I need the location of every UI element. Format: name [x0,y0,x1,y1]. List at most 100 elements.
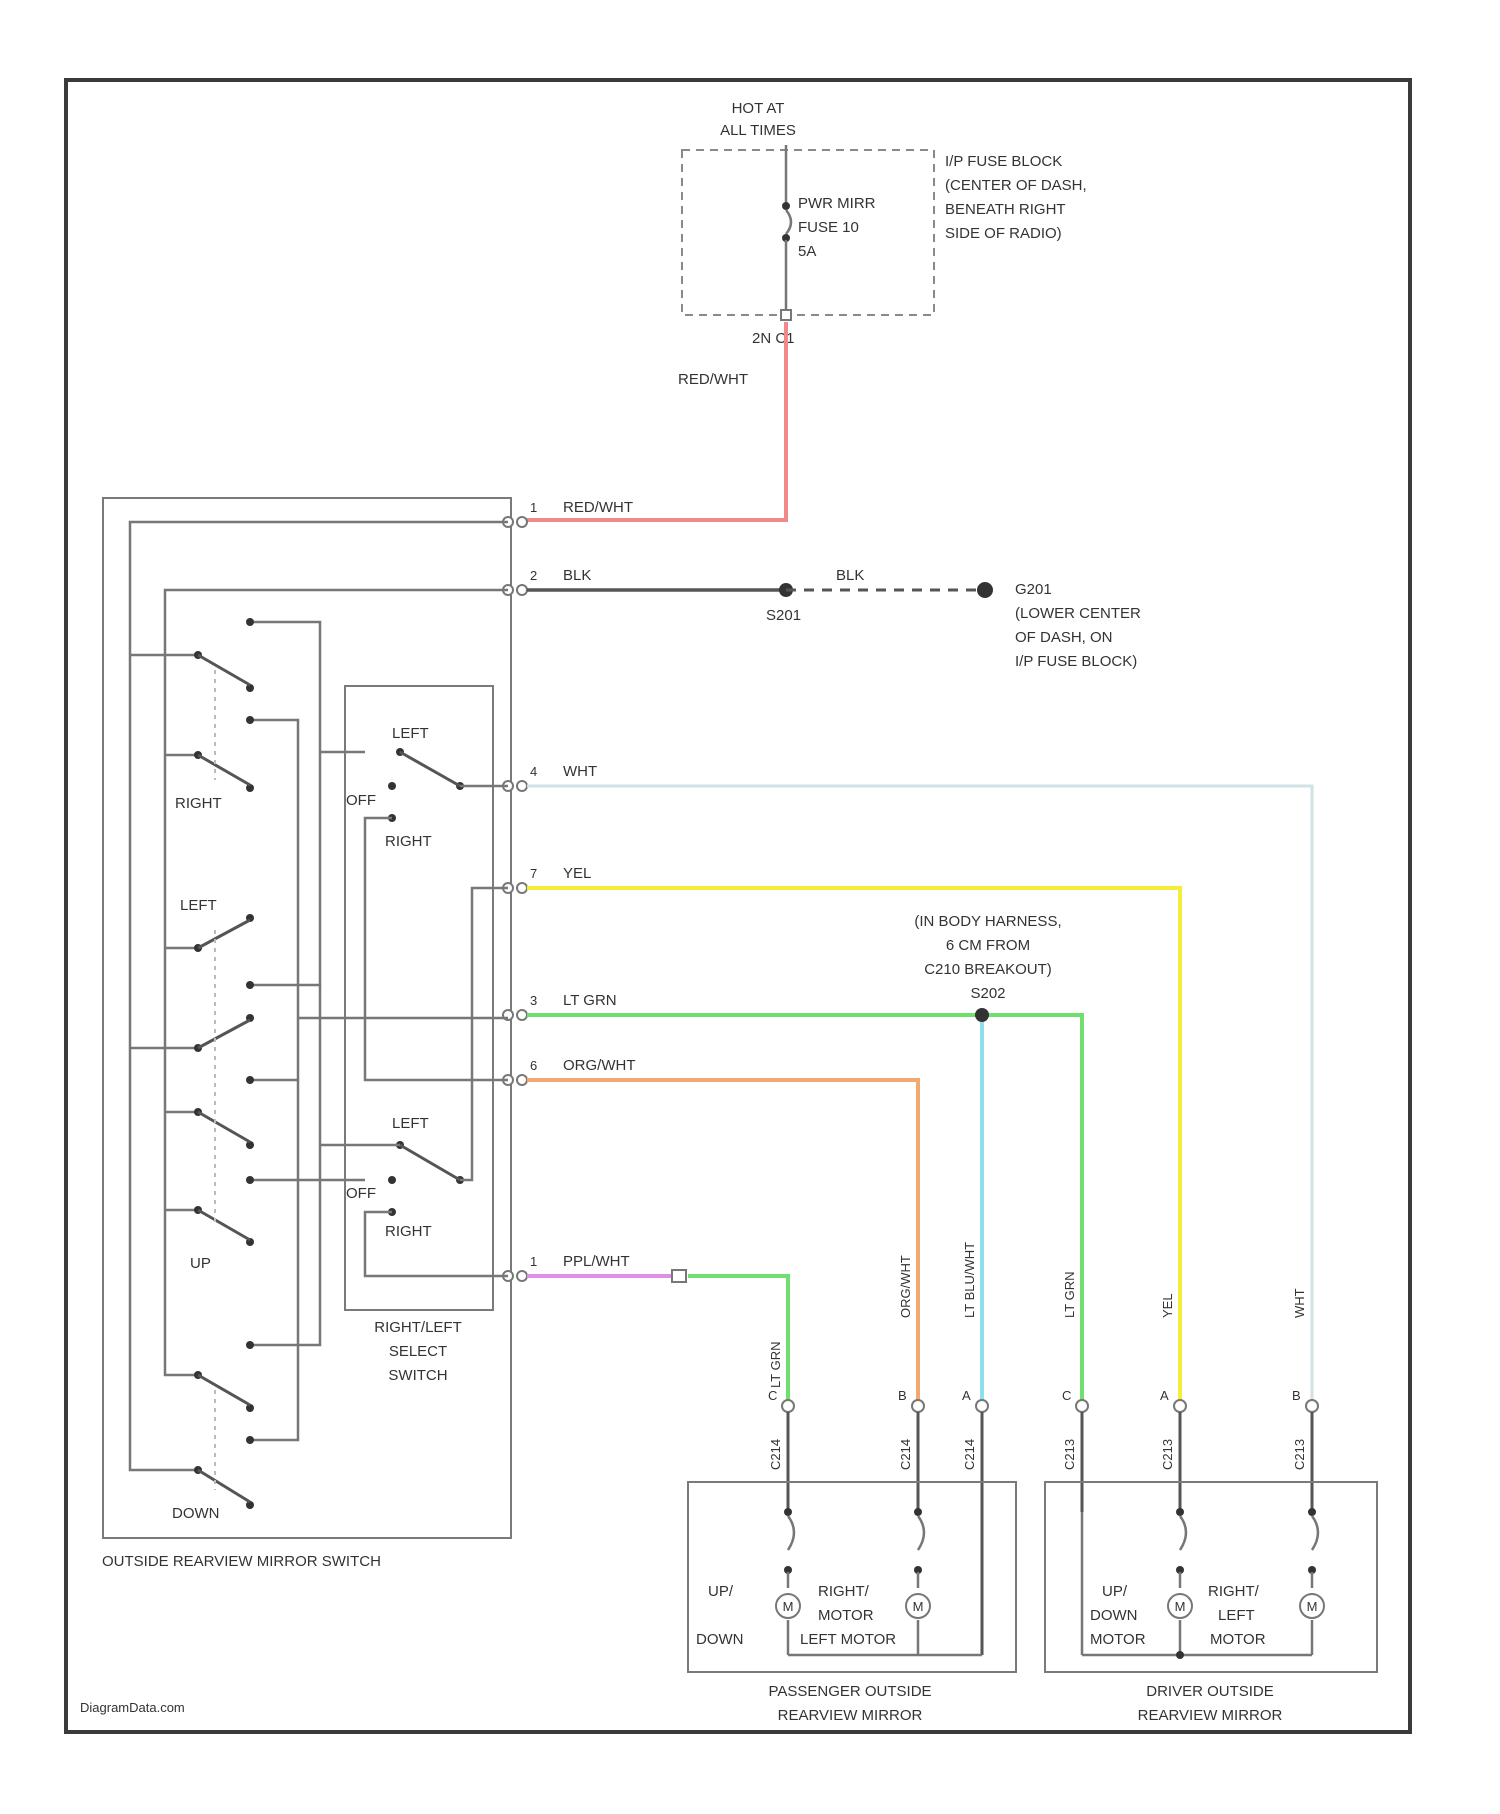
pin-2-wire: BLK [563,567,591,584]
fuse-rating: 5A [798,243,816,260]
switch-down-label: DOWN [172,1505,220,1522]
fuse-block-loc-2: BENEATH RIGHT [945,201,1066,218]
drv-motor-1-symbol: M [1175,1599,1186,1614]
drv-pin-3: B [1292,1388,1301,1403]
pass-pin-3: A [962,1388,971,1403]
select-left-label-2: LEFT [392,1115,429,1132]
pass-pin-1: C [768,1388,777,1403]
pass-pin-2: B [898,1388,907,1403]
pin-3-num: 3 [530,993,537,1008]
select-switch-name-3: SWITCH [388,1367,447,1384]
red-wht-wire-label: RED/WHT [678,371,748,388]
pass-motor-1-label-1: UP/ [708,1583,734,1600]
pass-motor-2-symbol: M [913,1599,924,1614]
all-times-label: ALL TIMES [720,122,796,139]
pin-4-num: 4 [530,764,537,779]
drv-motor-2-label-3: MOTOR [1210,1631,1266,1648]
switch-pins [503,517,527,1281]
pin-1b-wire: PPL/WHT [563,1253,630,1270]
select-off-label: OFF [346,792,376,809]
pass-motor-1-symbol: M [783,1599,794,1614]
drv-pin-1: C [1062,1388,1071,1403]
pin-6-num: 6 [530,1058,537,1073]
mirror-wire-labels: LT GRN ORG/WHT LT BLU/WHT LT GRN YEL WHT… [768,1242,1307,1470]
blk-wire-label-2: BLK [836,567,864,584]
fuse-block-loc-3: SIDE OF RADIO) [945,225,1062,242]
diagram-frame [66,80,1410,1732]
ppl-wht-connector [672,1270,686,1282]
watermark: DiagramData.com [80,1700,185,1715]
pin-3-wire: LT GRN [563,992,617,1009]
drv-motor-1-label-2: DOWN [1090,1607,1138,1624]
g201-loc-1: (LOWER CENTER [1015,605,1141,622]
g201-ground [977,582,993,598]
passenger-mirror-name-2: REARVIEW MIRROR [778,1707,923,1724]
drv-motor-2-symbol: M [1307,1599,1318,1614]
pass-wire-3: LT BLU/WHT [962,1242,977,1318]
pin-1b-num: 1 [530,1254,537,1269]
switch-up-label: UP [190,1255,211,1272]
pass-motor-1-label-2: DOWN [696,1631,744,1648]
fuse-terminal-top [782,202,790,210]
s202-splice [975,1008,989,1022]
select-right-label-2: RIGHT [385,1223,432,1240]
pass-conn-1: C214 [768,1439,783,1470]
drv-conn-1: C213 [1062,1439,1077,1470]
drv-motor-1-label-3: MOTOR [1090,1631,1146,1648]
org-wht-wire [527,1080,918,1402]
passenger-mirror-name-1: PASSENGER OUTSIDE [768,1683,931,1700]
driver-mirror-name-1: DRIVER OUTSIDE [1146,1683,1274,1700]
fuse-number: FUSE 10 [798,219,859,236]
g201-loc-3: I/P FUSE BLOCK) [1015,653,1137,670]
pin-7-num: 7 [530,866,537,881]
pass-wire-1: LT GRN [768,1342,783,1388]
pin-7-wire: YEL [563,865,591,882]
fuse-name: PWR MIRR [798,195,876,212]
driver-mirror-name-2: REARVIEW MIRROR [1138,1707,1283,1724]
pin-2-num: 2 [530,568,537,583]
pass-motor-2-label-2: MOTOR [818,1607,874,1624]
splice-note-4: S202 [970,985,1005,1002]
pass-conn-2: C214 [898,1439,913,1470]
splice-note-1: (IN BODY HARNESS, [914,913,1061,930]
splice-note-3: C210 BREAKOUT) [924,961,1052,978]
pin-1-num: 1 [530,500,537,515]
select-right-label: RIGHT [385,833,432,850]
fuse-connector-label: 2N C1 [752,330,795,347]
drv-motor-2-label-1: RIGHT/ [1208,1583,1260,1600]
pin-1-wire: RED/WHT [563,499,633,516]
pass-wire-2: ORG/WHT [898,1255,913,1318]
drv-pin-2: A [1160,1388,1169,1403]
drv-wire-1: LT GRN [1062,1272,1077,1318]
pass-motor-2-label-1: RIGHT/ [818,1583,870,1600]
red-wht-wire [527,322,786,520]
mirror-switch-contacts [194,618,254,1509]
switch-left-label: LEFT [180,897,217,914]
pin-4-wire: WHT [563,763,597,780]
drv-motor-1-label-1: UP/ [1102,1583,1128,1600]
fuse-icon [786,210,791,234]
hot-at-label: HOT AT [732,100,785,117]
drv-motor-2-label-2: LEFT [1218,1607,1255,1624]
mirror-switch-name: OUTSIDE REARVIEW MIRROR SWITCH [102,1553,381,1570]
s201-label: S201 [766,607,801,624]
select-left-label: LEFT [392,725,429,742]
switch-right-label: RIGHT [175,795,222,812]
drv-conn-2: C213 [1160,1439,1175,1470]
select-switch-name-2: SELECT [389,1343,447,1360]
fuse-block-name: I/P FUSE BLOCK [945,153,1062,170]
drv-wire-2: YEL [1160,1293,1175,1318]
drv-conn-3: C213 [1292,1439,1307,1470]
fuse-block-loc-1: (CENTER OF DASH, [945,177,1087,194]
select-switch-name-1: RIGHT/LEFT [374,1319,462,1336]
drv-wire-3: WHT [1292,1288,1307,1318]
pin-6-wire: ORG/WHT [563,1057,636,1074]
pass-conn-3: C214 [962,1439,977,1470]
splice-note-2: 6 CM FROM [946,937,1030,954]
pass-motor-2-label-3: LEFT MOTOR [800,1631,896,1648]
g201-loc-2: OF DASH, ON [1015,629,1113,646]
select-off-label-2: OFF [346,1185,376,1202]
fuse-connector-pin [781,310,791,320]
g201-label: G201 [1015,581,1052,598]
